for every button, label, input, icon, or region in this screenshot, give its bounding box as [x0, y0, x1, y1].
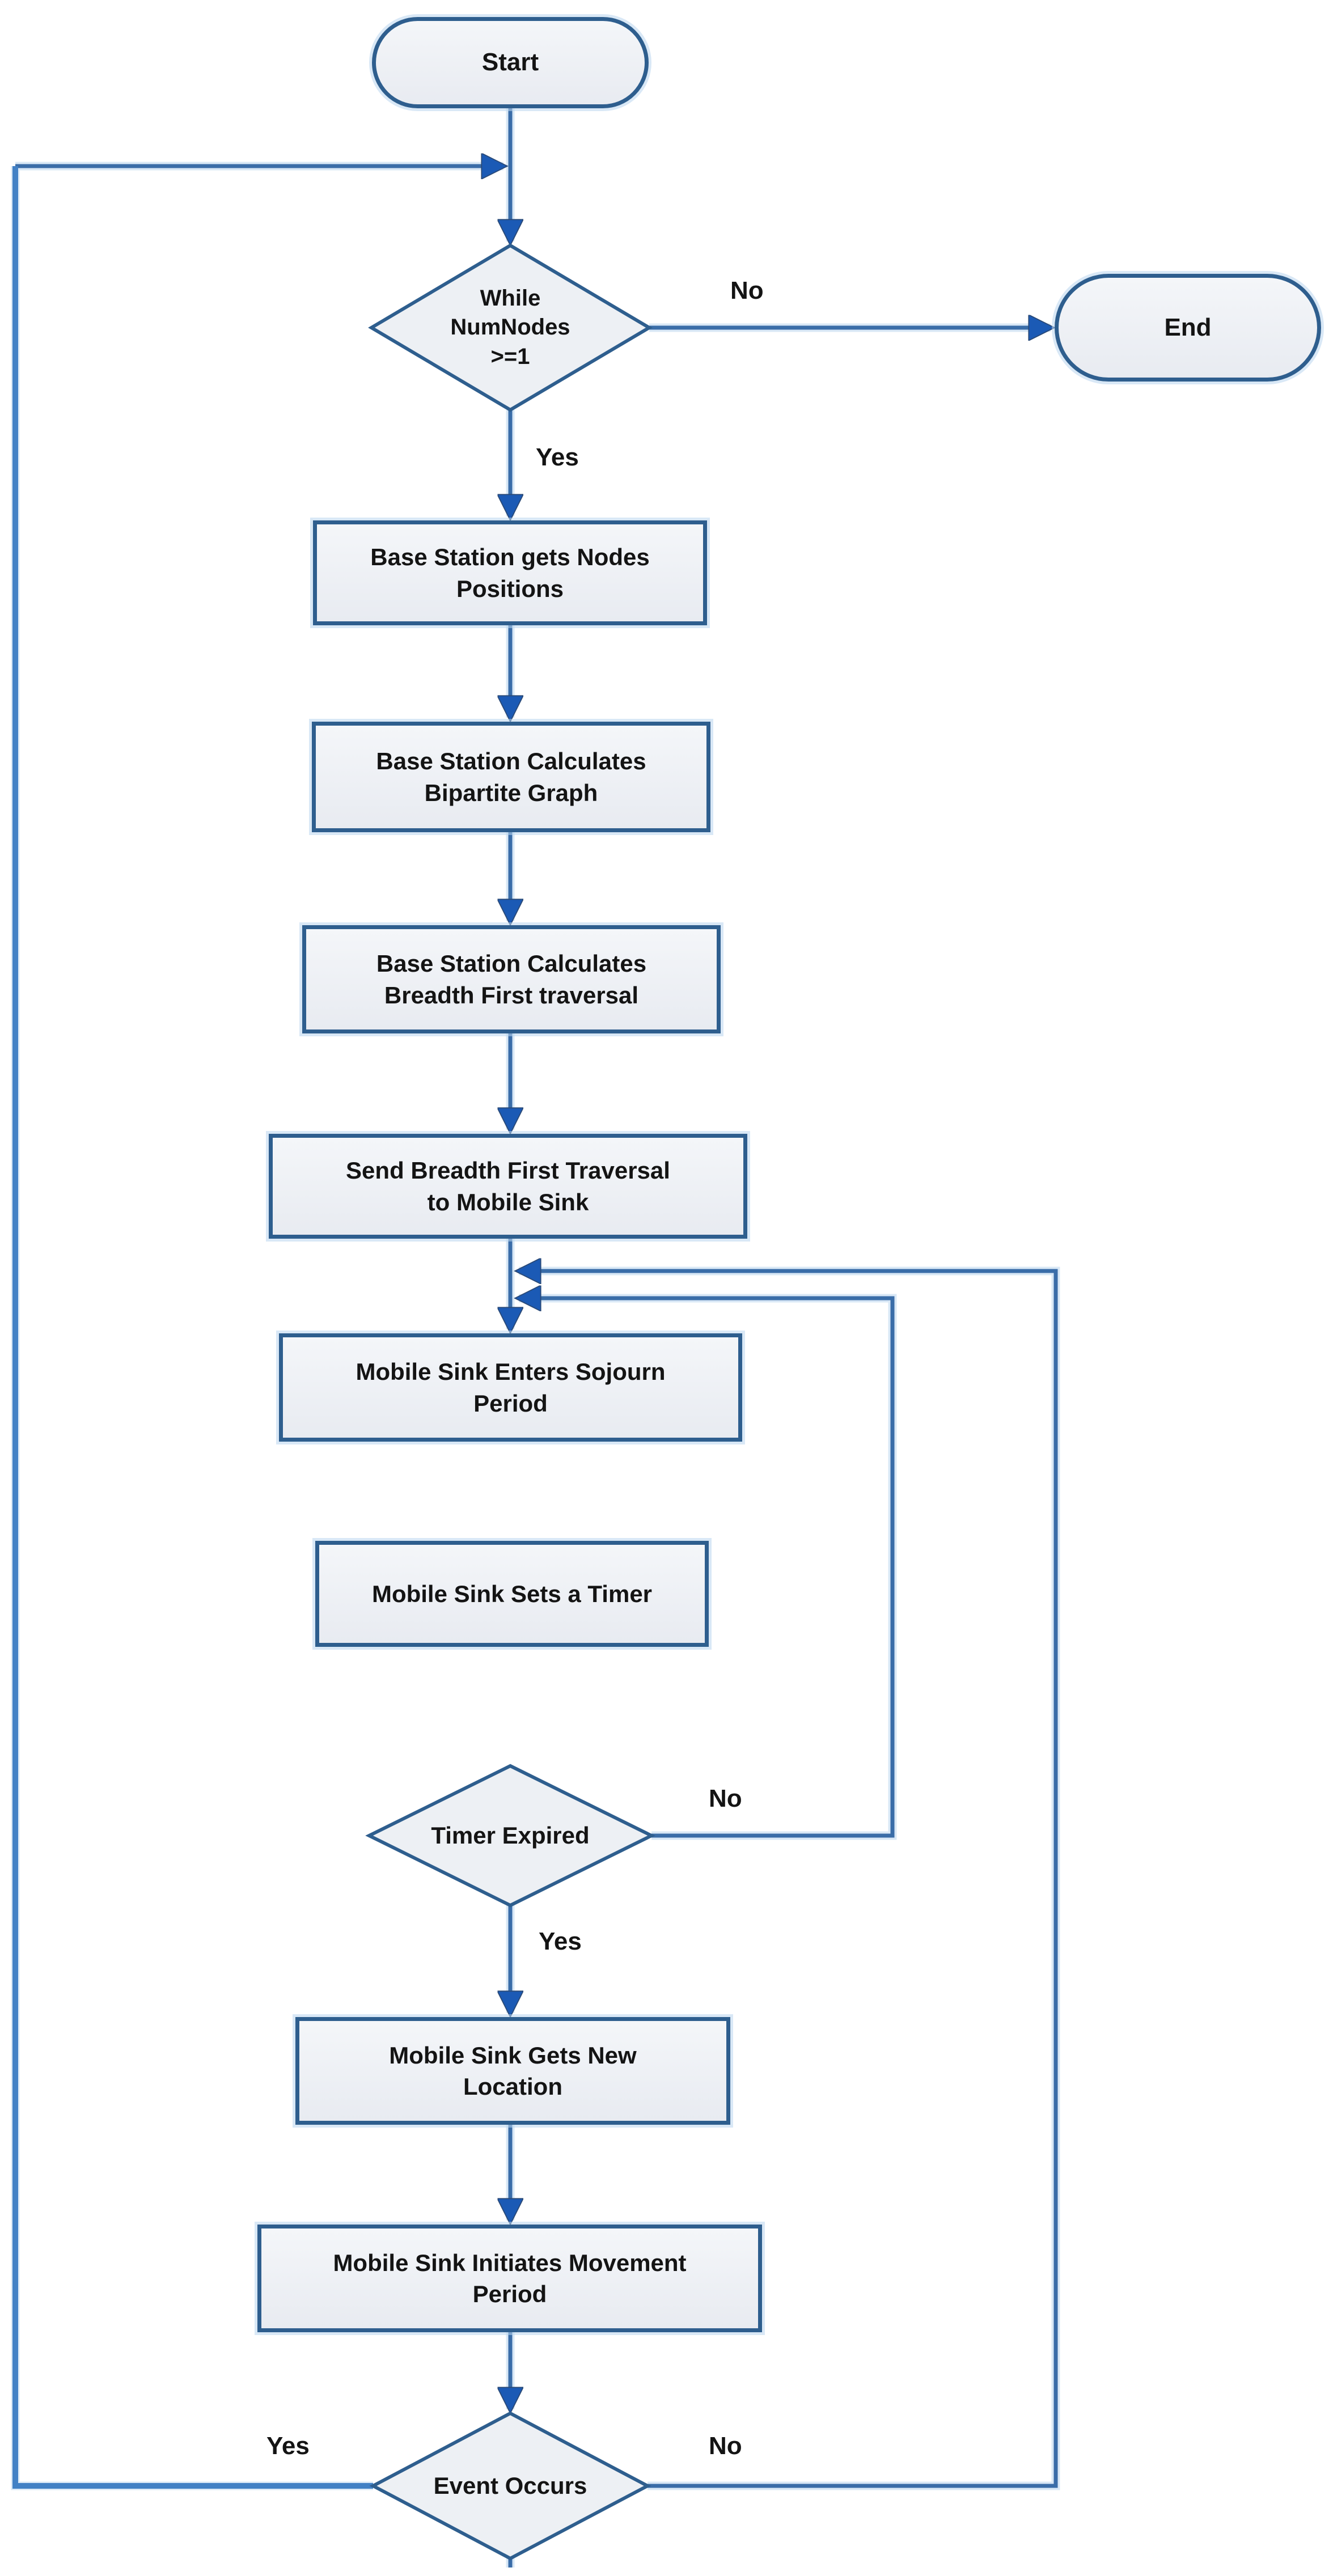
process-send-traversal-to-sink: Send Breadth First Traversal to Mobile S…	[269, 1134, 747, 1239]
process-calc-breadth-first-traversal: Base Station Calculates Breadth First tr…	[302, 925, 721, 1033]
process-get-node-positions: Base Station gets Nodes Positions	[313, 520, 707, 625]
while-decision-label: While NumNodes >=1	[450, 286, 570, 369]
event-occurs-diamond	[369, 2411, 651, 2561]
edge-event-yes-loop	[12, 166, 373, 2489]
edge-timer-no-loop	[519, 1298, 895, 1838]
event-no-label: No	[709, 2432, 742, 2460]
start-terminator: Start	[372, 17, 649, 108]
event-occurs-label: Event Occurs	[433, 2472, 587, 2499]
diamond-group	[365, 243, 655, 2561]
process-set-timer: Mobile Sink Sets a Timer	[315, 1541, 709, 1647]
timer-expired-diamond	[365, 1764, 655, 1908]
connector-main-group	[12, 108, 1058, 2567]
process-initiate-movement-period: Mobile Sink Initiates Movement Period	[257, 2225, 762, 2332]
end-terminator: End	[1055, 274, 1321, 382]
process-get-new-location: Mobile Sink Gets New Location	[295, 2017, 730, 2125]
while-decision-diamond	[368, 243, 653, 412]
timer-yes-label: Yes	[539, 1927, 582, 1955]
while-no-label: No	[730, 277, 764, 304]
event-yes-label: Yes	[266, 2432, 310, 2460]
timer-no-label: No	[709, 1785, 742, 1812]
timer-expired-label: Timer Expired	[431, 1822, 590, 1849]
while-yes-label: Yes	[536, 443, 579, 471]
process-calc-bipartite-graph: Base Station Calculates Bipartite Graph	[312, 722, 710, 832]
edge-event-no-loop	[519, 1271, 1058, 2488]
process-enter-sojourn-period: Mobile Sink Enters Sojourn Period	[279, 1333, 742, 1442]
